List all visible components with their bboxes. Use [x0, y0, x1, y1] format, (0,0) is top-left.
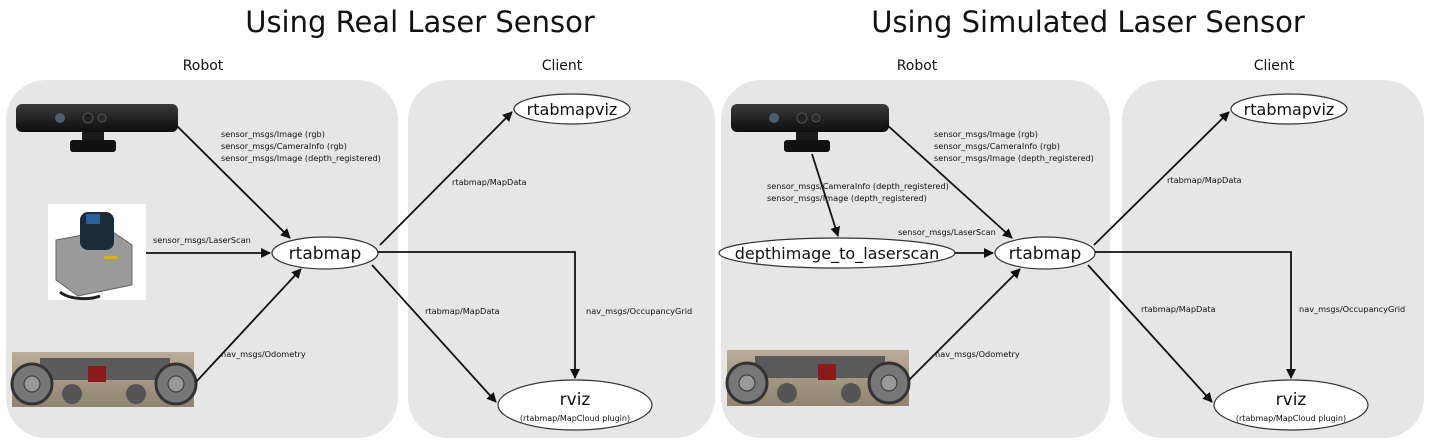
edge-label-mapdata-bottom-left: rtabmap/MapData [425, 306, 500, 316]
edge-occupancy-right [1095, 251, 1296, 379]
rviz-sub-label-left: (rtabmap/MapCloud plugin) [520, 414, 630, 423]
edge-label-mapdata-top-left: rtabmap/MapData [452, 177, 527, 187]
rtabmap-label-left: rtabmap [289, 244, 362, 264]
edge-rtabmap-to-rtabmapviz-left [379, 111, 513, 246]
edge-label-laserscan-right: sensor_msgs/LaserScan [898, 227, 996, 237]
edge-rtabmap-to-rviz-left [371, 264, 497, 403]
rviz-sub-label-right: (rtabmap/MapCloud plugin) [1236, 414, 1346, 423]
rviz-node-right [1213, 379, 1369, 431]
edge-label-kinect-rgb-left: sensor_msgs/Image (rgb) [221, 129, 325, 139]
edge-rtabmap-to-rviz-right [1087, 264, 1213, 403]
kinect-icon [731, 104, 889, 152]
client-panel-right [1122, 80, 1424, 438]
rviz-node-left [497, 379, 653, 431]
rtabmapviz-node-right [1230, 93, 1348, 125]
edge-label-kinect-rgb-right: sensor_msgs/Image (rgb) [934, 129, 1038, 139]
edge-label-depth-info: sensor_msgs/CameraInfo (depth_registered… [767, 181, 949, 191]
section-client-right: Client [1254, 58, 1295, 74]
edge-occupancy-left [378, 251, 580, 379]
edge-label-occupancy-right: nav_msgs/OccupancyGrid [1299, 304, 1405, 314]
section-client-left: Client [542, 58, 583, 74]
laser-scanner-icon [48, 204, 146, 301]
rviz-label-left: rviz [560, 390, 591, 410]
robot-base-icon [725, 350, 911, 406]
robot-base-icon [10, 352, 198, 407]
depthimage-to-laserscan-label: depthimage_to_laserscan [735, 244, 940, 264]
edge-label-kinect-depth-left: sensor_msgs/Image (depth_registered) [221, 153, 381, 163]
edge-label-odometry-left: nav_msgs/Odometry [221, 349, 306, 359]
edge-rtabmap-to-rtabmapviz-right [1093, 111, 1230, 246]
edge-odom-to-rtabmap-right [908, 268, 1021, 381]
rtabmap-node-right [994, 236, 1096, 270]
edge-kinect-to-rtabmap-right [885, 123, 1013, 239]
section-robot-right: Robot [897, 58, 938, 74]
section-robot-left: Robot [183, 58, 224, 74]
edge-kinect-to-rtabmap-left [174, 123, 291, 239]
edge-label-kinect-info-right: sensor_msgs/CameraInfo (rgb) [934, 141, 1060, 151]
rtabmapviz-label-left: rtabmapviz [527, 100, 618, 119]
client-panel-left [408, 80, 715, 438]
edge-odom-to-rtabmap-left [195, 268, 302, 383]
title-simulated-laser: Using Simulated Laser Sensor [871, 5, 1305, 39]
edge-label-laserscan-left: sensor_msgs/LaserScan [153, 235, 251, 245]
rtabmapviz-label-right: rtabmapviz [1244, 100, 1335, 119]
title-real-laser: Using Real Laser Sensor [245, 5, 595, 39]
rviz-label-right: rviz [1276, 390, 1307, 410]
rtabmap-label-right: rtabmap [1009, 244, 1082, 264]
edge-label-occupancy-left: nav_msgs/OccupancyGrid [586, 306, 692, 316]
edge-label-mapdata-top-right: rtabmap/MapData [1167, 175, 1242, 185]
edge-label-depth-image: sensor_msgs/Image (depth_registered) [767, 193, 927, 203]
edge-label-kinect-info-left: sensor_msgs/CameraInfo (rgb) [221, 141, 347, 151]
rtabmapviz-node-left [513, 93, 631, 125]
robot-panel-left [6, 80, 398, 438]
edge-kinect-to-depthimage [811, 153, 841, 237]
rtabmap-node-left [271, 236, 379, 270]
edge-label-mapdata-bottom-right: rtabmap/MapData [1141, 304, 1216, 314]
edge-label-kinect-depth-right: sensor_msgs/Image (depth_registered) [934, 153, 1094, 163]
kinect-icon [16, 104, 178, 152]
edge-label-odometry-right: nav_msgs/Odometry [935, 349, 1020, 359]
